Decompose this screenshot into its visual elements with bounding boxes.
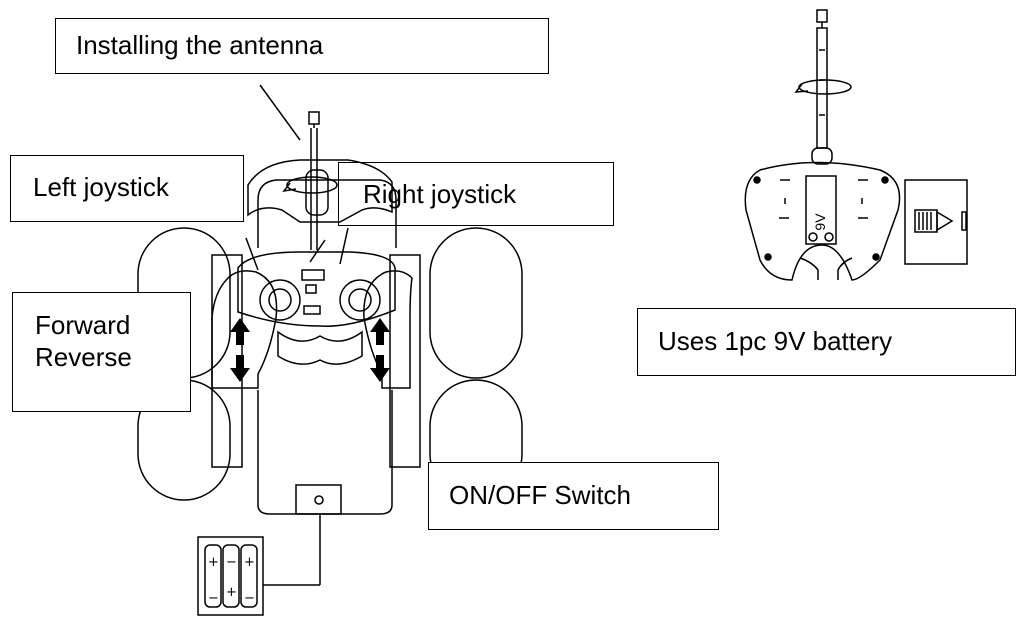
- battery-slot-marking: 9V: [812, 213, 828, 231]
- label-text: ON/OFF Switch: [449, 480, 632, 510]
- svg-text:−: −: [226, 555, 237, 570]
- battery-compartment: [295, 484, 342, 515]
- battery-polarity-marks: + − − + + −: [208, 555, 255, 606]
- hand-left: [211, 270, 278, 389]
- label-text-forward: Forward: [35, 310, 131, 340]
- label-text: Right joystick: [363, 179, 517, 209]
- rotation-arrow-head: [794, 83, 809, 93]
- label-text: Installing the antenna: [76, 30, 324, 60]
- aa-battery-pack: [197, 536, 264, 616]
- label-forward-reverse: Forward Reverse: [12, 292, 191, 412]
- car-axle-right: [389, 254, 421, 468]
- svg-text:−: −: [208, 591, 219, 606]
- rotation-arrow-icon: [798, 79, 852, 95]
- label-9v-battery: Uses 1pc 9V battery: [637, 308, 1016, 376]
- svg-text:−: −: [244, 591, 255, 606]
- joystick-right: [339, 279, 381, 321]
- screw-icon: [764, 253, 772, 261]
- up-down-arrow-icon: [230, 318, 250, 382]
- screw-icon: [314, 495, 324, 505]
- antenna-shaft-lower: [309, 239, 326, 263]
- leader-left-joystick: [245, 237, 259, 271]
- label-on-off-switch: ON/OFF Switch: [428, 462, 719, 530]
- screw-icon: [753, 176, 761, 184]
- label-left-joystick: Left joystick: [10, 155, 244, 222]
- transmitter-body: [237, 251, 396, 365]
- hand-right: [363, 270, 413, 389]
- svg-text:+: +: [226, 585, 237, 600]
- label-text-reverse: Reverse: [35, 342, 132, 372]
- rotation-arrow-head: [282, 182, 297, 193]
- antenna: [259, 84, 320, 250]
- label-right-joystick: Right joystick: [338, 162, 614, 226]
- car-body-lower: [257, 390, 393, 515]
- label-text: Left joystick: [33, 172, 169, 202]
- transmitter-back: [744, 161, 901, 281]
- screw-icon: [872, 253, 880, 261]
- wheel: [429, 227, 523, 379]
- battery-slot: [805, 175, 837, 245]
- label-installing-antenna: Installing the antenna: [55, 18, 549, 74]
- rotation-arrow-icon: [286, 176, 338, 194]
- antenna-right: [811, 9, 833, 165]
- battery-insert-arrow-icon: [936, 210, 954, 232]
- svg-text:+: +: [244, 555, 255, 570]
- battery-cover: [904, 179, 968, 265]
- label-text: Uses 1pc 9V battery: [658, 326, 893, 356]
- antenna-leader-line: [259, 84, 301, 141]
- svg-text:+: +: [208, 555, 219, 570]
- leader-right-joystick: [339, 227, 349, 265]
- screw-icon: [881, 176, 889, 184]
- up-down-arrow-icon: [370, 318, 390, 382]
- joystick-left: [259, 279, 301, 321]
- transmitter-handle: [247, 159, 393, 223]
